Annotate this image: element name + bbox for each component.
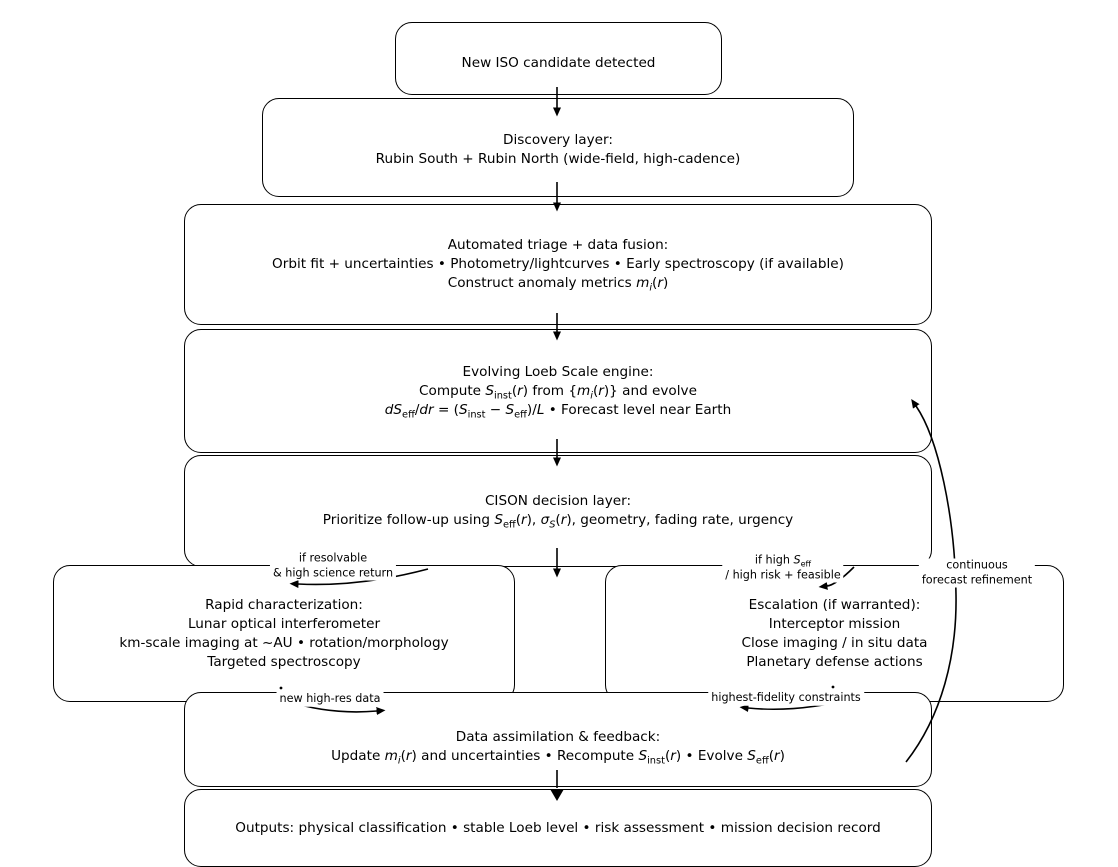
node-rapid-characterization: Rapid characterization: Lunar optical in… bbox=[53, 565, 515, 702]
node-text-line: Escalation (if warranted): bbox=[748, 596, 921, 613]
node-text-line: Targeted spectroscopy bbox=[207, 653, 361, 670]
node-loeb-scale-engine: Evolving Loeb Scale engine: Compute Sins… bbox=[184, 329, 932, 453]
node-text-line: Planetary defense actions bbox=[746, 653, 923, 670]
node-text-line: Update mi(r) and uncertainties • Recompu… bbox=[331, 747, 785, 767]
node-text-line: Interceptor mission bbox=[768, 615, 901, 632]
node-text-line: Construct anomaly metrics mi(r) bbox=[447, 275, 669, 294]
node-text-line: Rubin South + Rubin North (wide-field, h… bbox=[375, 150, 741, 167]
node-text-line: Outputs: physical classification • stabl… bbox=[235, 819, 881, 836]
node-text-line: Orbit fit + uncertainties • Photometry/l… bbox=[272, 256, 844, 272]
edge-label-line: if resolvable bbox=[298, 551, 368, 565]
node-text-line: CISON decision layer: bbox=[484, 493, 632, 509]
node-text-line: Rapid characterization: bbox=[205, 596, 363, 613]
node-outputs: Outputs: physical classification • stabl… bbox=[184, 789, 932, 867]
edge-label-left-condition: if resolvable & high science return bbox=[269, 551, 397, 581]
node-cison-decision-layer: CISON decision layer: Prioritize follow-… bbox=[184, 455, 932, 567]
node-iso-candidate: New ISO candidate detected bbox=[395, 22, 722, 95]
edge-label-line: / high risk + feasible bbox=[725, 568, 841, 581]
edge-label-new-high-res-data: new high-res data bbox=[276, 691, 384, 707]
edge-label-line: if high Seff bbox=[754, 553, 812, 569]
node-text-line: Data assimilation & feedback: bbox=[455, 728, 661, 745]
node-text-line: Close imaging / in situ data bbox=[741, 634, 928, 651]
node-text-line: Lunar optical interferometer bbox=[187, 615, 381, 632]
node-escalation: Escalation (if warranted): Interceptor m… bbox=[605, 565, 1064, 702]
edge-label-line: continuous bbox=[946, 558, 1008, 572]
edge-label-line: highest-fidelity constraints bbox=[711, 690, 861, 704]
node-text-line: dSeff/dr = (Sinst − Seff)/L • Forecast l… bbox=[384, 401, 732, 421]
node-automated-triage: Automated triage + data fusion: Orbit fi… bbox=[184, 204, 932, 325]
edge-label-line: new high-res data bbox=[279, 691, 381, 705]
node-text-line: Discovery layer: bbox=[503, 131, 613, 148]
node-data-assimilation: Data assimilation & feedback: Update mi(… bbox=[184, 692, 932, 787]
node-text-line: km-scale imaging at ~AU • rotation/morph… bbox=[119, 634, 449, 651]
node-text-line: Automated triage + data fusion: bbox=[447, 237, 669, 253]
edge-label-line: & high science return bbox=[272, 566, 394, 579]
edge-label-line: forecast refinement bbox=[921, 573, 1033, 586]
edge-label-feedback-loop: continuous forecast refinement bbox=[918, 558, 1036, 588]
edge-label-right-condition: if high Seff / high risk + feasible bbox=[722, 553, 844, 583]
node-text-line: Evolving Loeb Scale engine: bbox=[462, 363, 654, 380]
node-text-line: Prioritize follow-up using Seff(r), σS(r… bbox=[322, 512, 794, 531]
edge-label-highest-fidelity-constraints: highest-fidelity constraints bbox=[708, 690, 864, 706]
node-discovery-layer: Discovery layer: Rubin South + Rubin Nor… bbox=[262, 98, 854, 197]
node-text-line: New ISO candidate detected bbox=[461, 54, 656, 71]
node-text-line: Compute Sinst(r) from {mi(r)} and evolve bbox=[419, 382, 697, 402]
